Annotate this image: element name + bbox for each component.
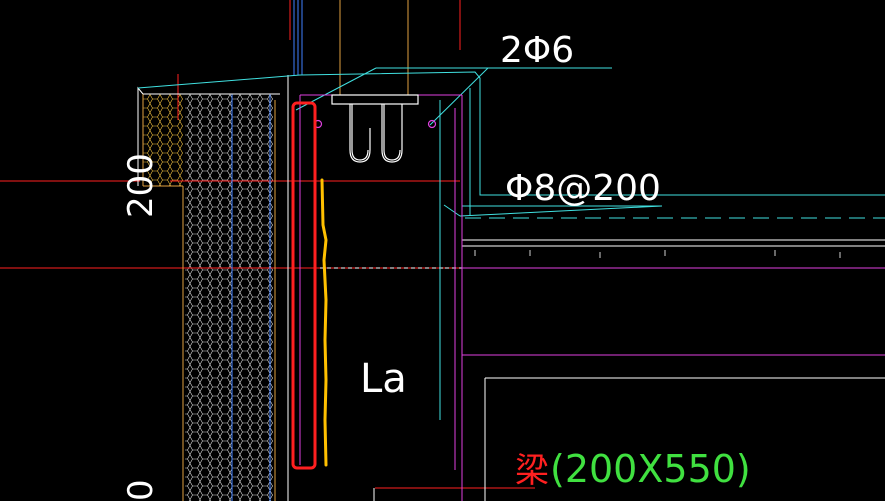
cyan-lines (137, 67, 885, 420)
slab-marks (474, 250, 841, 258)
parapet-outline (137, 75, 885, 501)
anchor-length-label: La (360, 356, 407, 402)
dim-200-label: 200 (121, 153, 161, 218)
beam-size-label: (200X550) (550, 447, 751, 491)
rebar-dots (313, 119, 437, 129)
wall-lines-blue (231, 0, 303, 501)
wall-lines-orange (142, 0, 409, 501)
beam-name-label: 梁 (515, 451, 549, 491)
rebar-hooks (331, 94, 419, 163)
highlight-yellow-line (320, 178, 328, 467)
annotations: 2Φ6 Φ8@200 200 0 La 梁 (200X550) (121, 30, 751, 501)
insulation-layer (143, 94, 273, 501)
dim-bottom-label: 0 (121, 479, 161, 501)
axis-lines (0, 0, 885, 489)
rebar-dist-label: Φ8@200 (505, 168, 661, 209)
highlight-red-bar (291, 101, 317, 470)
beam-lines-magenta (299, 94, 885, 501)
rebar-top-label: 2Φ6 (500, 30, 574, 71)
